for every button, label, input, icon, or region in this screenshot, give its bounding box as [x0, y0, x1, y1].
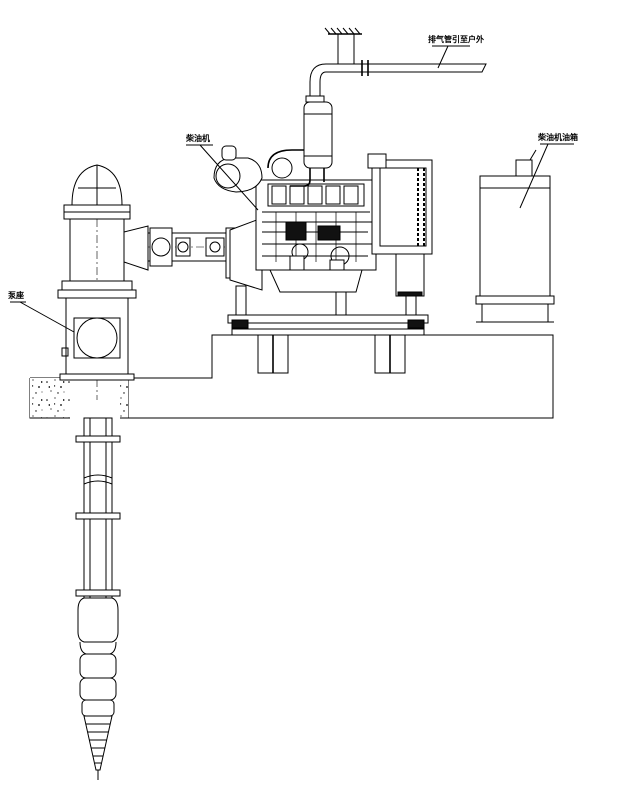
diesel-engine-label: 柴油机	[185, 133, 210, 143]
column-pipe	[75, 417, 121, 780]
pump-head	[57, 164, 149, 400]
exhaust-pipe	[290, 27, 487, 187]
diesel-engine	[213, 145, 433, 297]
leader-lines	[10, 45, 574, 333]
fuel-tank-label: 柴油机油箱	[537, 132, 578, 142]
fuel-tank	[475, 149, 555, 323]
pump-label: 泵座	[8, 290, 24, 300]
exhaust-label: 排气管引至户外	[428, 34, 484, 44]
